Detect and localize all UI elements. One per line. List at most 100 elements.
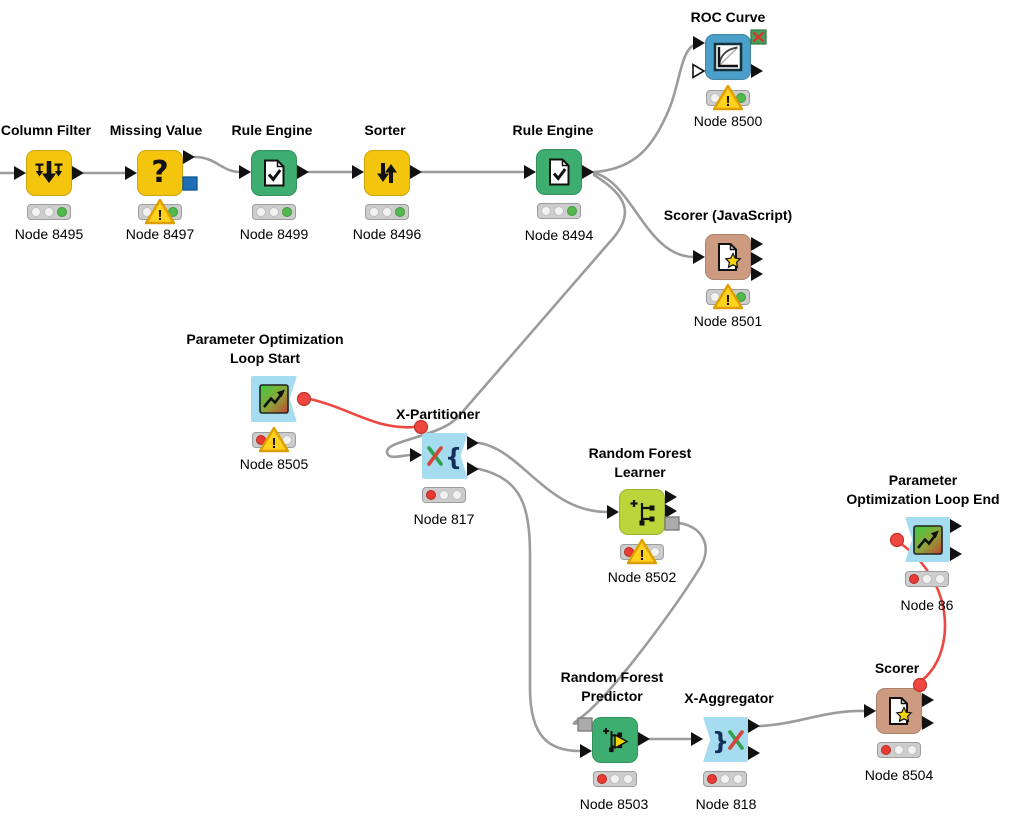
param-opt-loop-end-86-port-tri-out-2[interactable]: [950, 547, 962, 561]
column-filter-8495-port-tri-out-1[interactable]: [72, 166, 84, 180]
roc-curve-8500-port-square-image-3[interactable]: [750, 29, 767, 45]
rf-learner-icon: [619, 489, 665, 535]
svg-text:!: !: [158, 207, 163, 224]
sorter-8496-port-tri-out-1[interactable]: [410, 165, 422, 179]
sorter-8496-title: Sorter: [364, 122, 406, 138]
param-opt-loop-end-86[interactable]: [905, 517, 950, 562]
roc-curve-8500-port-tri-in-hollow-1[interactable]: [692, 63, 706, 79]
roc-curve-8500-port-tri-in-0[interactable]: [693, 36, 705, 50]
scorer-javascript-8501-port-tri-out-2[interactable]: [751, 252, 763, 266]
status-bulb-off: [609, 773, 621, 785]
rule-engine-icon: [536, 149, 582, 195]
rf-learner-8502-port-tri-out-2[interactable]: [665, 504, 677, 518]
x-partitioner-icon: {: [422, 433, 468, 479]
scorer-8504-port-tri-out-3[interactable]: [922, 716, 934, 730]
scorer-8504[interactable]: [876, 688, 922, 734]
rule-engine-8499[interactable]: [251, 150, 297, 196]
wire-rule-engine-8494-to-roc-curve-8500[interactable]: [592, 43, 696, 174]
wire-x-partitioner-817-to-rf-learner-8502[interactable]: [477, 441, 609, 514]
rule-engine-8499-port-tri-out-1[interactable]: [297, 165, 309, 179]
wire-missing-value-8497-to-rule-engine-8499[interactable]: [193, 155, 242, 174]
column-filter-icon: [26, 150, 72, 196]
param-opt-loop-end-86-port-tri-out-1[interactable]: [950, 519, 962, 533]
x-aggregator-818[interactable]: }: [703, 717, 748, 762]
x-aggregator-818-port-tri-out-1[interactable]: [748, 719, 760, 733]
status-bulb-off: [622, 773, 634, 785]
scorer-8504-port-tri-in-0[interactable]: [864, 704, 876, 718]
traffic-light: [422, 487, 466, 503]
rf-learner-8502-port-tri-in-0[interactable]: [607, 505, 619, 519]
x-aggregator-818-port-tri-out-2[interactable]: [748, 746, 760, 760]
status-bulb-off: [438, 489, 450, 501]
scorer-icon: [876, 688, 922, 734]
wire-x-partitioner-817-to-rf-predictor-8503[interactable]: [477, 467, 582, 753]
param-opt-loop-start-8505-title: Loop Start: [230, 349, 300, 366]
status-bulb-off: [451, 489, 463, 501]
rf-learner-8502-title: Learner: [614, 463, 666, 480]
missing-value-8497-port-square-pmml-2[interactable]: [182, 176, 198, 191]
x-partitioner-817-port-tri-in-1[interactable]: [410, 448, 422, 462]
missing-value-icon: ?: [151, 155, 169, 190]
warning-icon: !: [258, 426, 290, 453]
svg-text:}: }: [712, 727, 729, 755]
warning-icon: !: [712, 283, 744, 310]
roc-curve-8500-title: ROC Curve: [690, 9, 766, 25]
traffic-light: [877, 742, 921, 758]
column-filter-8495[interactable]: [26, 150, 72, 196]
scorer-javascript-8501[interactable]: [705, 234, 751, 280]
wire-x-aggregator-818-to-scorer-8504[interactable]: [758, 709, 866, 728]
wire-rule-engine-8494-to-scorer-javascript-8501[interactable]: [592, 171, 696, 259]
status-bulb-off: [381, 206, 393, 218]
status-bulb-off: [934, 573, 946, 585]
scorer-javascript-8501-port-tri-out-3[interactable]: [751, 267, 763, 281]
param-opt-loop-start-8505-node-label: Node 8505: [239, 456, 309, 472]
warning-icon: !: [144, 198, 176, 225]
param-opt-loop-end-86-node-label: Node 86: [900, 597, 954, 613]
traffic-light: [27, 204, 71, 220]
status-bulb-green: [566, 205, 578, 217]
status-bulb-red: [908, 573, 920, 585]
rule-engine-8494-title: Rule Engine: [512, 122, 594, 138]
rf-predictor-8503-port-tri-out-2[interactable]: [638, 732, 650, 746]
roc-curve-8500-node-label: Node 8500: [693, 113, 763, 129]
wire-param-opt-loop-start-8505-to-x-partitioner-817[interactable]: [308, 397, 416, 429]
sorter-8496[interactable]: [364, 150, 410, 196]
rf-learner-8502-port-tri-out-1[interactable]: [665, 490, 677, 504]
rf-predictor-8503-title: Random Forest: [560, 669, 664, 685]
rule-engine-8494-node-label: Node 8494: [524, 227, 594, 243]
rule-engine-8499-title: Rule Engine: [231, 122, 313, 138]
roc-curve-8500-port-tri-out-2[interactable]: [751, 64, 763, 78]
status-bulb-off: [906, 744, 918, 756]
scorer-8504-port-tri-out-2[interactable]: [922, 693, 934, 707]
wire-rule-engine-8494-to-x-partitioner-817[interactable]: [385, 173, 627, 459]
x-partitioner-817-port-tri-out-2[interactable]: [467, 436, 479, 450]
missing-value-8497[interactable]: ?: [137, 150, 183, 196]
roc-curve-8500[interactable]: [705, 34, 751, 80]
rf-predictor-icon: [592, 717, 638, 763]
rule-engine-8494-port-tri-out-1[interactable]: [582, 165, 594, 179]
x-partitioner-817[interactable]: {: [422, 433, 468, 479]
param-opt-loop-end-86-title: Optimization Loop End: [846, 490, 1000, 507]
rf-predictor-8503-title: Predictor: [581, 687, 643, 704]
status-bulb-off: [30, 206, 42, 218]
rf-predictor-8503-port-square-model-0[interactable]: [577, 717, 593, 732]
param-opt-loop-start-8505-port-flowvar-out-0[interactable]: [296, 391, 312, 407]
scorer-javascript-8501-port-tri-out-1[interactable]: [751, 237, 763, 251]
rf-learner-8502-port-square-model-3[interactable]: [664, 516, 680, 531]
missing-value-8497-port-tri-out-1[interactable]: [183, 150, 195, 164]
x-aggregator-818-port-tri-in-0[interactable]: [691, 732, 703, 746]
status-bulb-red: [425, 489, 437, 501]
rule-engine-8494[interactable]: [536, 149, 582, 195]
status-bulb-off: [255, 206, 267, 218]
param-opt-loop-start-8505[interactable]: [251, 376, 297, 422]
traffic-light: [593, 771, 637, 787]
rf-learner-8502-title: Random Forest: [588, 445, 692, 461]
roc-curve-icon: [705, 34, 751, 80]
x-partitioner-817-port-tri-out-3[interactable]: [467, 462, 479, 476]
rf-learner-8502[interactable]: [619, 489, 665, 535]
rf-predictor-8503-port-tri-in-1[interactable]: [580, 744, 592, 758]
column-filter-8495-node-label: Node 8495: [14, 226, 84, 242]
rf-predictor-8503[interactable]: [592, 717, 638, 763]
status-bulb-off: [368, 206, 380, 218]
